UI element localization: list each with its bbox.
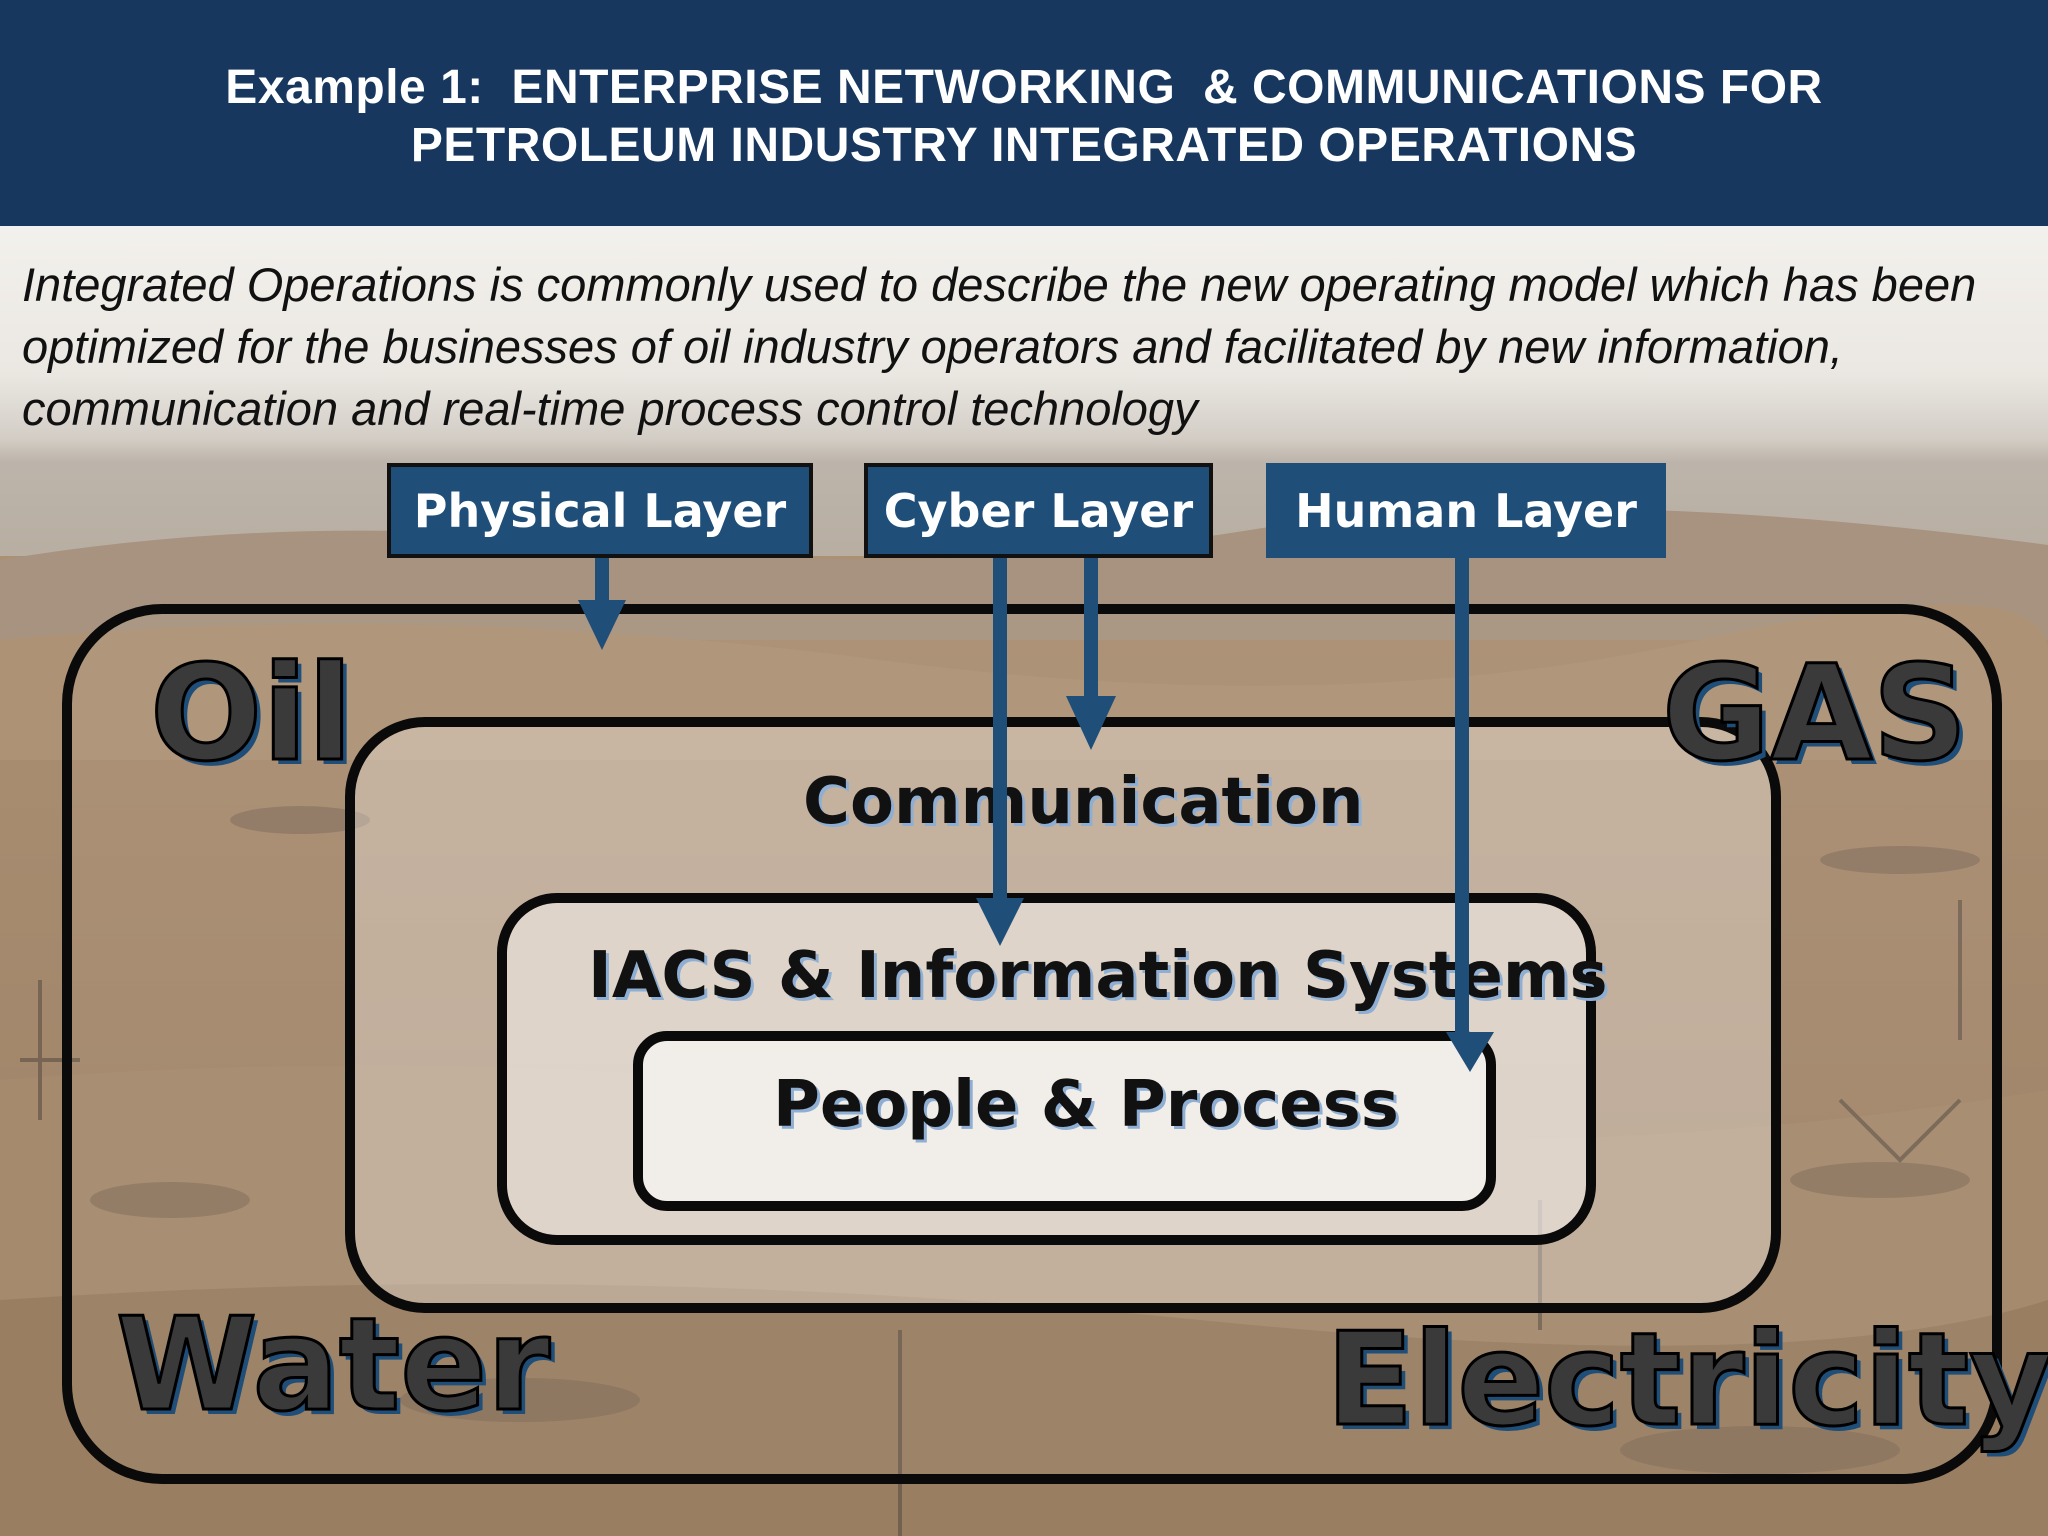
domain-label-water: Water	[114, 1291, 551, 1440]
people-process-ring	[633, 1031, 1496, 1211]
human-layer-box: Human Layer	[1266, 463, 1666, 558]
intro-paragraph: Integrated Operations is commonly used t…	[22, 258, 1977, 435]
iacs-label: IACS & Information Systems	[588, 939, 1608, 1013]
domain-label-oil: Oil	[149, 637, 355, 791]
header-bar: Example 1: ENTERPRISE NETWORKING & COMMU…	[0, 0, 2048, 226]
header-title-line-1: Example 1: ENTERPRISE NETWORKING & COMMU…	[225, 61, 1823, 114]
physical-layer-box: Physical Layer	[387, 463, 813, 558]
domain-label-electricity: Electricity	[1325, 1306, 2048, 1455]
communication-label: Communication	[803, 765, 1364, 839]
cyber-layer-box: Cyber Layer	[864, 463, 1213, 558]
intro-band	[0, 226, 2048, 462]
domain-label-gas: GAS	[1661, 637, 1970, 791]
people-process-label: People & Process	[773, 1068, 1399, 1142]
header-title-line-2: PETROLEUM INDUSTRY INTEGRATED OPERATIONS	[410, 119, 1638, 172]
